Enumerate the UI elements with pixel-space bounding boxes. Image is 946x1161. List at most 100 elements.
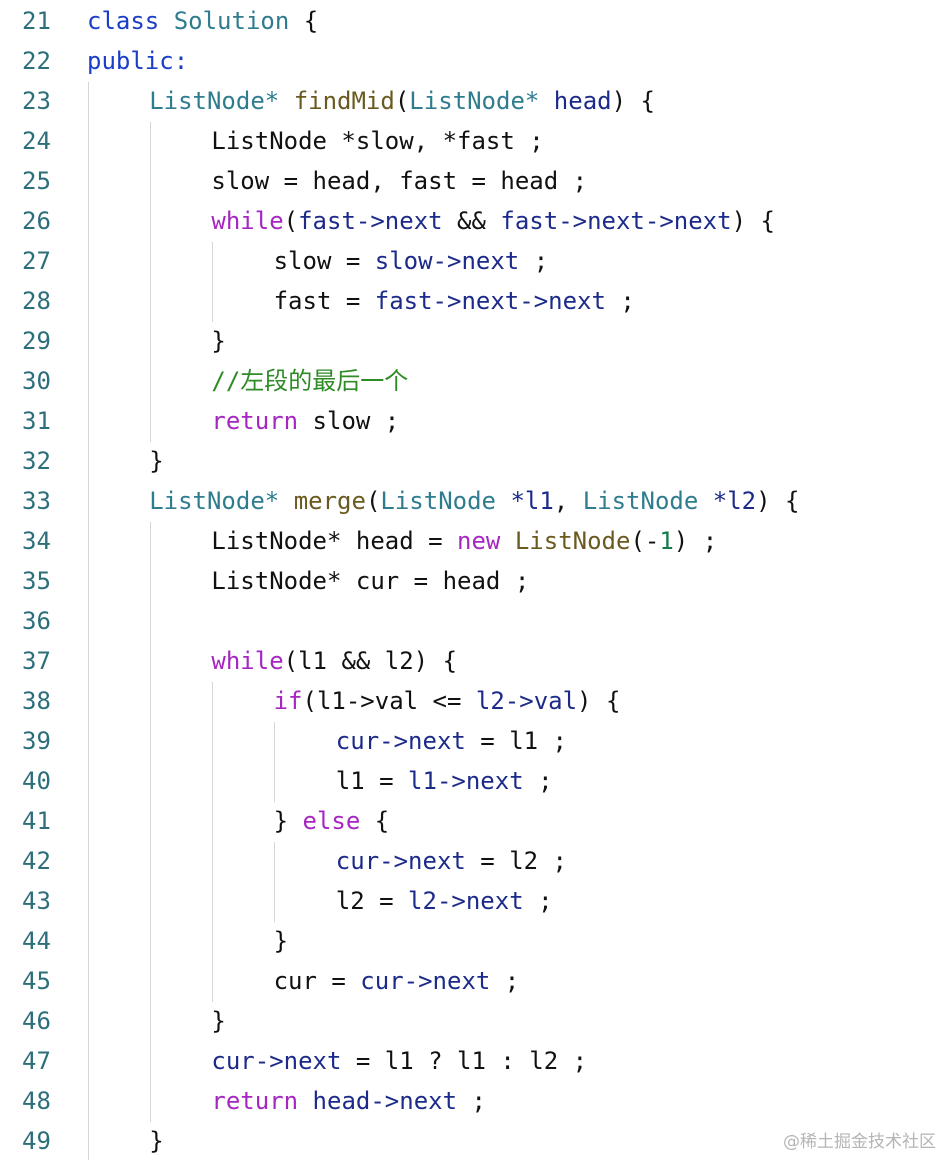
code-token: ;	[523, 767, 553, 795]
code-token: fast->next->next	[374, 287, 606, 315]
indent-guide	[88, 82, 89, 1160]
code-text: ListNode* cur = head ;	[211, 561, 529, 601]
code-token: cur =	[273, 967, 361, 995]
code-token: ;	[457, 1087, 486, 1115]
line-number: 28	[22, 287, 51, 315]
line-number: 47	[22, 1047, 51, 1075]
line-number: 34	[22, 527, 51, 555]
code-text: }	[274, 921, 288, 961]
code-token: ListNode* cur = head ;	[211, 567, 530, 595]
line-number: 39	[22, 727, 51, 755]
code-text: cur->next = l2 ;	[336, 841, 567, 881]
line-number: 32	[22, 447, 51, 475]
code-token: l2->next	[408, 887, 524, 915]
code-text: }	[149, 1121, 163, 1161]
code-token: ;	[490, 967, 520, 995]
code-line[interactable]: 36	[0, 601, 946, 641]
code-token: head	[553, 87, 612, 115]
code-token: ;	[605, 287, 635, 315]
code-token: fast->next	[298, 207, 443, 235]
code-token: }	[273, 807, 303, 835]
code-token: fast =	[273, 287, 375, 315]
code-line[interactable]: 49}	[0, 1121, 946, 1161]
code-token: &&	[442, 207, 501, 235]
indent-guide	[212, 682, 213, 1002]
code-line[interactable]: 28 fast = fast->next->next ;	[0, 281, 946, 321]
code-line[interactable]: 46}	[0, 1001, 946, 1041]
code-token	[539, 87, 553, 115]
code-token: ) {	[756, 487, 800, 515]
code-token: ListNode*	[149, 87, 280, 115]
code-text: return slow ;	[211, 401, 399, 441]
code-token: l2 =	[335, 887, 409, 915]
line-number: 45	[22, 967, 51, 995]
code-line[interactable]: 29}	[0, 321, 946, 361]
code-token	[698, 487, 712, 515]
code-token: (	[365, 487, 381, 515]
code-token: slow =	[273, 247, 375, 275]
code-token: findMid	[293, 87, 395, 115]
code-token: fast->next->next	[500, 207, 732, 235]
code-token: }	[149, 1127, 164, 1155]
indent-guide	[150, 122, 151, 442]
code-token: ListNode	[582, 487, 699, 515]
code-line[interactable]: 44}	[0, 921, 946, 961]
code-token	[500, 527, 514, 555]
code-token: ListNode	[380, 487, 496, 515]
code-text: slow = head, fast = head ;	[211, 161, 587, 201]
code-token: *l1	[510, 487, 554, 515]
line-number: 44	[22, 927, 51, 955]
line-number: 35	[22, 567, 51, 595]
code-token: }	[211, 327, 226, 355]
code-token	[496, 487, 510, 515]
code-token: (	[394, 87, 410, 115]
code-token: (l1 && l2) {	[283, 647, 458, 675]
code-token: else	[302, 807, 361, 835]
line-number: 48	[22, 1087, 51, 1115]
code-line[interactable]: 31 return slow ;	[0, 401, 946, 441]
code-line[interactable]: 41} else {	[0, 801, 946, 841]
code-line[interactable]: 35 ListNode* cur = head ;	[0, 561, 946, 601]
code-token: slow ;	[298, 407, 400, 435]
code-token: l1->next	[408, 767, 524, 795]
line-number: 31	[22, 407, 51, 435]
code-token: cur->next	[335, 727, 466, 755]
code-token: ListNode* head =	[211, 527, 458, 555]
code-token: if	[273, 687, 303, 715]
code-token	[159, 7, 173, 35]
code-line[interactable]: 30//左段的最后一个	[0, 361, 946, 401]
code-token: Solution	[173, 7, 290, 35]
code-token: ListNode	[514, 527, 631, 555]
code-token: }	[211, 1007, 226, 1035]
code-token: cur->next	[335, 847, 466, 875]
code-text: }	[211, 321, 225, 361]
line-number: 30	[22, 367, 51, 395]
line-number: 43	[22, 887, 51, 915]
code-text: ListNode* findMid(ListNode* head) {	[149, 81, 655, 121]
code-token	[279, 87, 293, 115]
code-line[interactable]: 32}	[0, 441, 946, 481]
code-token: 1	[659, 527, 674, 555]
code-token: ) {	[577, 687, 621, 715]
code-token: = l1 ? l1 : l2 ;	[341, 1047, 588, 1075]
code-token	[298, 1087, 312, 1115]
